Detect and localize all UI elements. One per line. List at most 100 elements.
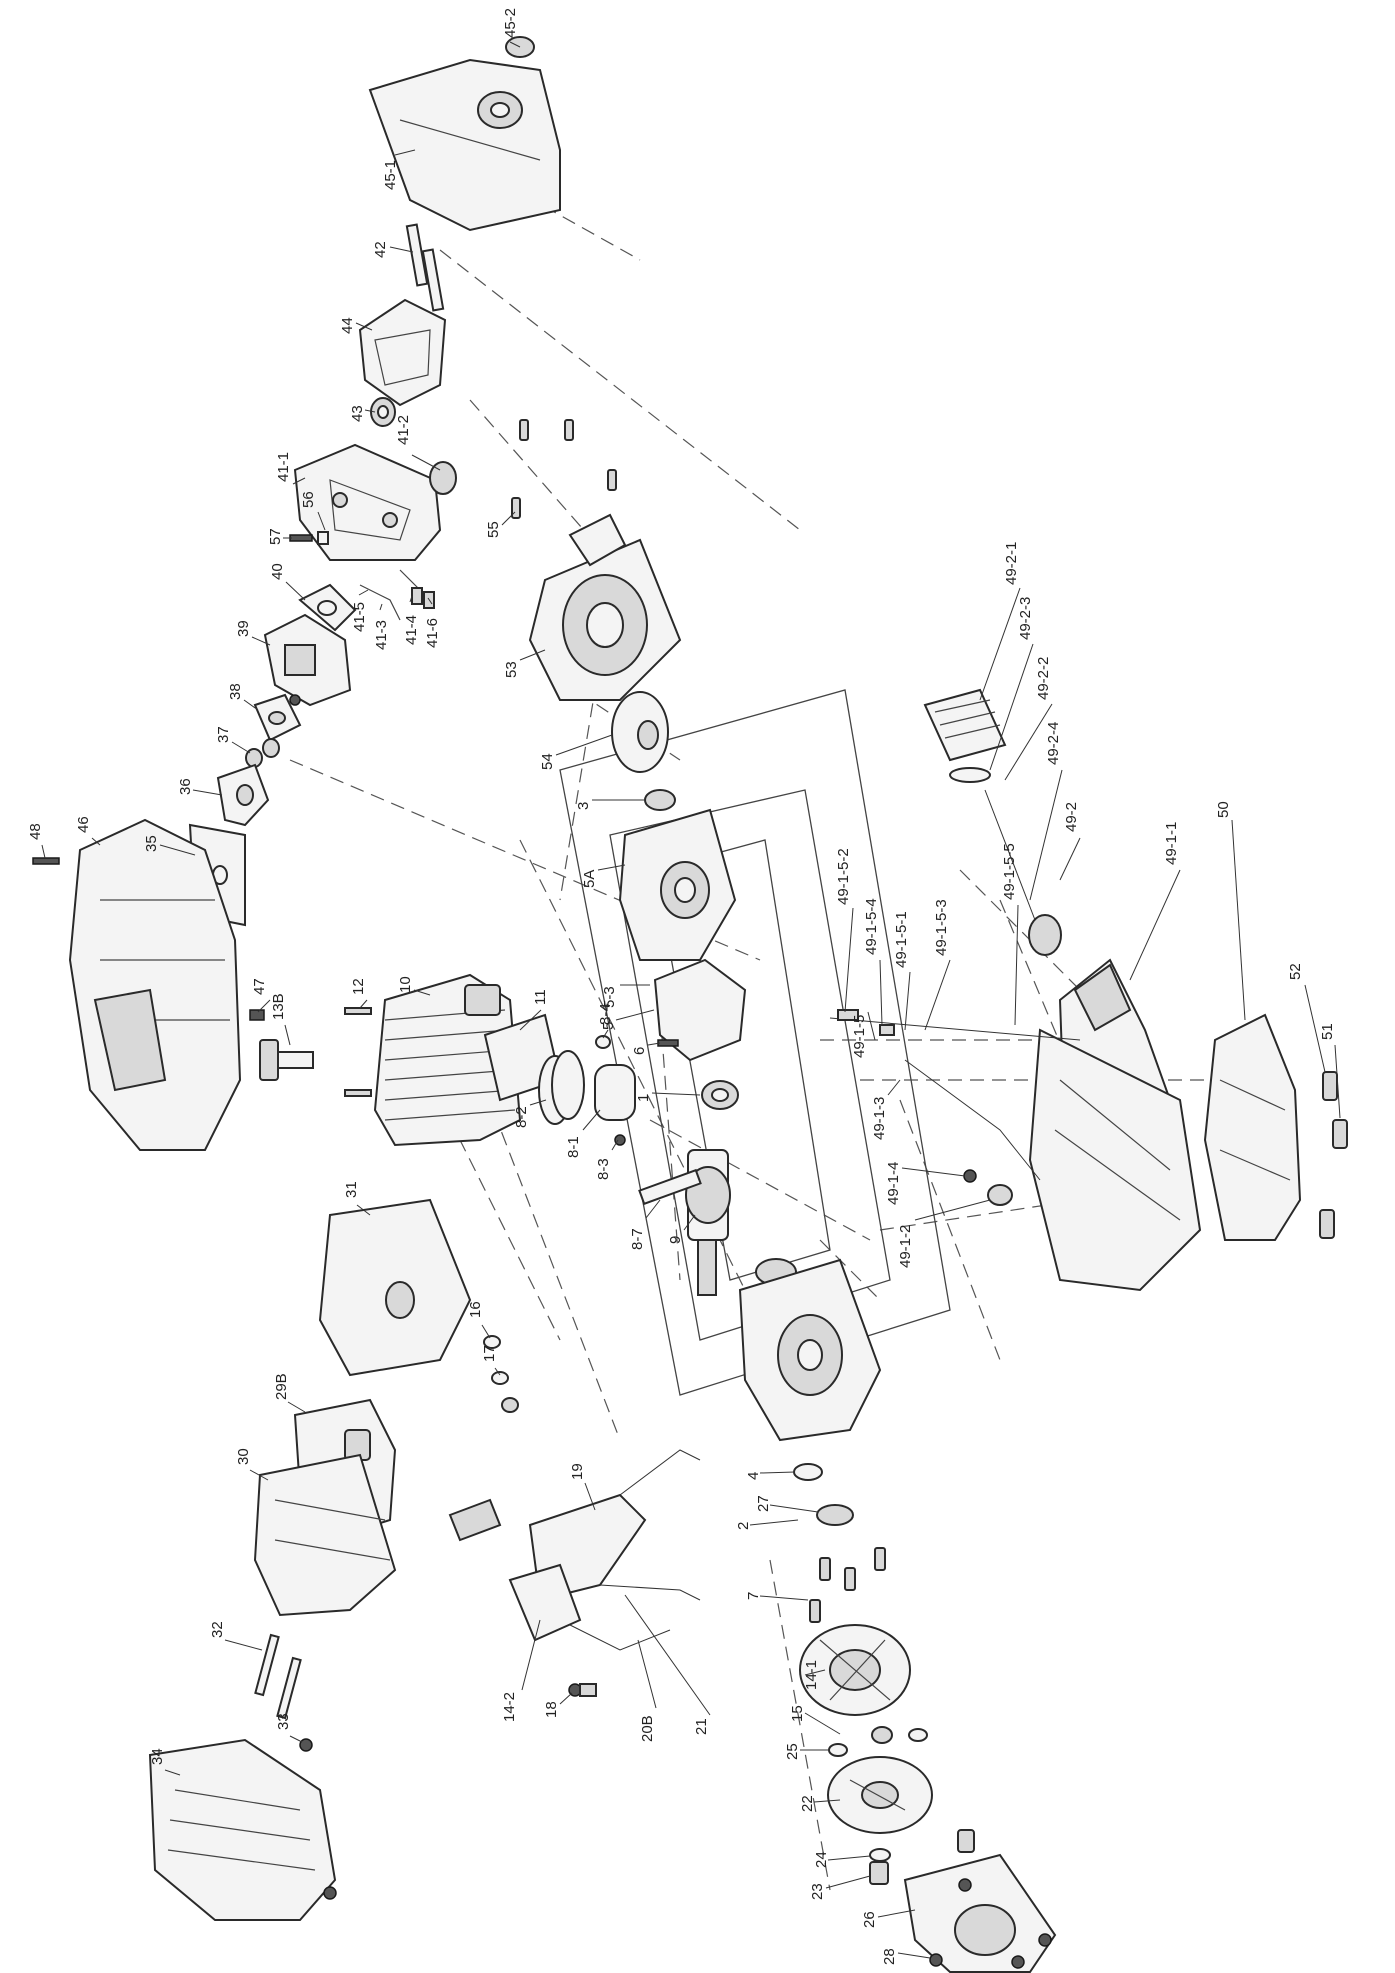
part-50-bracket (1203, 1013, 1302, 1241)
label-53: 53 (503, 661, 520, 678)
part-43-grommet (370, 397, 396, 427)
label-8-4: 8-4 (597, 1003, 614, 1025)
part-7-bolts (809, 1547, 886, 1623)
part-41-linkages (359, 569, 435, 621)
part-10-cylinder (373, 973, 522, 1147)
label-49-1-2: 49-1-2 (897, 1225, 914, 1268)
part-8-7-connecting-rod (638, 1168, 702, 1206)
label-49-1-1: 49-1-1 (1163, 822, 1180, 865)
label-48: 48 (27, 823, 44, 840)
label-39: 39 (235, 620, 252, 637)
label-17: 17 (481, 1345, 498, 1362)
label-40: 40 (269, 563, 286, 580)
part-47-clip (249, 1009, 265, 1021)
label-24: 24 (813, 1851, 830, 1868)
label-49-1-5: 49-1-5 (851, 1015, 868, 1058)
label-49-2-4: 49-2-4 (1045, 722, 1062, 765)
label-47: 47 (251, 978, 268, 995)
part-55-bolts (511, 419, 617, 519)
part-49-1-4-knob (963, 1169, 1013, 1206)
label-43: 43 (349, 405, 366, 422)
label-44: 44 (339, 317, 356, 334)
part-41-1-filter-base (293, 443, 442, 561)
label-8-2: 8-2 (513, 1106, 530, 1128)
part-26-clutch-housing (903, 1853, 1057, 1973)
label-49-1-3: 49-1-3 (871, 1097, 888, 1140)
part-18-bolt (568, 1683, 597, 1697)
part-33-screw (299, 1738, 313, 1752)
label-11: 11 (532, 989, 549, 1005)
callout-labels: 45-2 45-1 42 44 43 41-2 41-1 56 57 40 39… (27, 8, 1336, 1965)
label-45-2: 45-2 (502, 8, 519, 38)
part-1-bearing (701, 1080, 739, 1110)
part-51-52-bolts (1319, 1071, 1348, 1239)
label-55: 55 (485, 521, 502, 538)
part-56-57-screw (289, 531, 329, 545)
part-15-25-nut-washers (828, 1726, 928, 1757)
label-41-4: 41-4 (403, 615, 420, 645)
part-2-crankcase (738, 1258, 882, 1442)
label-4: 4 (745, 1472, 762, 1480)
label-27: 27 (755, 1495, 772, 1512)
part-46-cover (68, 818, 242, 1151)
part-34-shroud (148, 1738, 337, 1921)
label-14-2: 14-2 (501, 1692, 518, 1722)
label-49-2: 49-2 (1063, 802, 1080, 832)
part-36-manifold (216, 763, 270, 827)
part-8-1-piston (594, 1064, 636, 1121)
part-23-24-bolts (869, 1829, 975, 1885)
label-54: 54 (539, 753, 556, 770)
label-5-3: 5-3 (601, 986, 618, 1008)
label-49-2-2: 49-2-2 (1035, 657, 1052, 700)
part-8-3-clip (614, 1134, 626, 1146)
label-34: 34 (149, 1748, 166, 1765)
label-33: 33 (275, 1713, 292, 1730)
label-49-2-3: 49-2-3 (1017, 597, 1034, 640)
label-9: 9 (667, 1236, 684, 1244)
label-3: 3 (575, 802, 592, 810)
label-22: 22 (799, 1795, 816, 1812)
label-37: 37 (215, 726, 232, 743)
part-40-gasket (298, 583, 357, 632)
part-49-2-1-coupling (923, 688, 1007, 762)
part-44-filter-element (358, 298, 447, 407)
part-6-pin (657, 1039, 679, 1047)
part-49-2-4-shaft (984, 789, 1062, 956)
label-10: 10 (397, 976, 414, 993)
label-45-1: 45-1 (382, 160, 399, 190)
label-28: 28 (881, 1948, 898, 1965)
label-41-5: 41-5 (351, 602, 368, 632)
label-56: 56 (300, 491, 317, 508)
part-39-carburetor (263, 613, 352, 707)
part-38-insulator (253, 693, 302, 742)
label-19: 19 (569, 1463, 586, 1480)
part-5-gasket (653, 958, 747, 1062)
label-49-1-5-4: 49-1-5-4 (863, 898, 880, 955)
part-41-2-choke (429, 461, 457, 495)
label-7: 7 (745, 1592, 762, 1600)
part-30-muffler-cover (253, 1453, 397, 1617)
label-50: 50 (1215, 801, 1232, 818)
label-16: 16 (467, 1301, 484, 1318)
label-49-1-5-2: 49-1-5-2 (835, 848, 852, 905)
part-16-17-nuts (483, 1335, 519, 1413)
part-54-pulley (611, 691, 669, 773)
label-52: 52 (1287, 963, 1304, 980)
label-31: 31 (343, 1181, 360, 1198)
label-57: 57 (267, 528, 284, 545)
part-49-2-3-ring (949, 767, 991, 783)
label-41-6: 41-6 (424, 618, 441, 648)
label-29B: 29B (273, 1373, 290, 1400)
label-35: 35 (143, 835, 160, 852)
label-26: 26 (861, 1911, 878, 1928)
label-8-3: 8-3 (595, 1158, 612, 1180)
label-41-1: 41-1 (275, 452, 292, 482)
label-49-1-4: 49-1-4 (885, 1162, 902, 1205)
part-3-seal (644, 789, 676, 811)
part-48-screw (32, 857, 60, 865)
label-32: 32 (209, 1621, 226, 1638)
label-21: 21 (693, 1718, 710, 1735)
label-36: 36 (177, 778, 194, 795)
part-8-2-rings (538, 1050, 585, 1125)
